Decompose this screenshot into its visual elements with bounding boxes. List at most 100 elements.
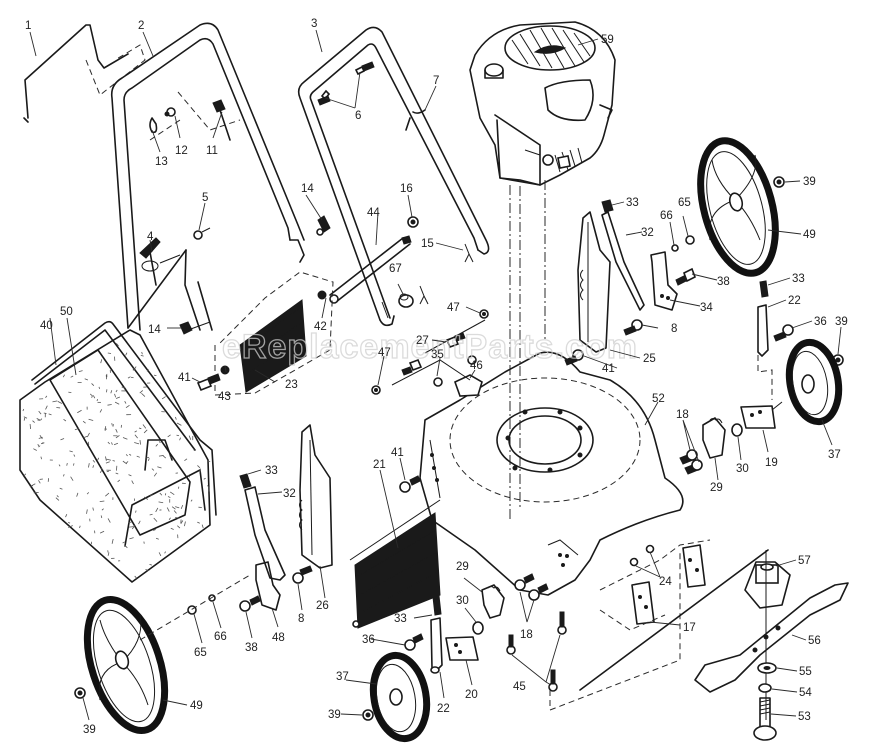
callout[interactable]: 26 [316, 600, 329, 612]
callout[interactable]: 5 [202, 192, 208, 204]
starter-rope-handle-4[interactable] [139, 237, 181, 286]
bolt-36-right[interactable] [773, 324, 794, 342]
front-wheel-right[interactable] [783, 338, 844, 426]
blade-bolt-53[interactable] [753, 697, 777, 741]
baffle-17-b[interactable] [631, 581, 655, 625]
callout[interactable]: 32 [283, 488, 296, 500]
knob-12[interactable] [164, 107, 176, 117]
handle-knob-14-upper[interactable] [316, 215, 331, 236]
callout[interactable]: 35 [431, 349, 444, 361]
bolt-8-left[interactable] [292, 565, 313, 584]
callout[interactable]: 41 [391, 447, 404, 459]
callout[interactable]: 18 [676, 409, 689, 421]
nut-5[interactable] [193, 227, 211, 240]
height-lever-32-left[interactable] [244, 486, 286, 581]
spring-33-left[interactable] [239, 473, 252, 489]
bolt-38-right[interactable] [675, 267, 697, 286]
callout[interactable]: 38 [717, 276, 730, 288]
callout[interactable]: 33 [626, 197, 639, 209]
callout[interactable]: 53 [798, 711, 811, 723]
deflector-46[interactable] [454, 374, 483, 397]
callout[interactable]: 49 [190, 700, 203, 712]
nut-39-left-rear[interactable] [74, 687, 86, 699]
callout[interactable]: 22 [788, 295, 801, 307]
rear-door-assembly[interactable] [196, 271, 334, 396]
bolt-36-left[interactable] [404, 633, 424, 651]
callout[interactable]: 36 [814, 316, 827, 328]
wheel-bracket-25-right[interactable] [577, 211, 611, 353]
callout[interactable]: 18 [520, 629, 533, 641]
callout[interactable]: 39 [803, 176, 816, 188]
callout[interactable]: 67 [389, 263, 402, 275]
callout[interactable]: 52 [652, 393, 665, 405]
bolt-8-right[interactable] [623, 319, 643, 336]
callout[interactable]: 33 [265, 465, 278, 477]
callout[interactable]: 14 [148, 324, 161, 336]
callout[interactable]: 30 [736, 463, 749, 475]
callout[interactable]: 47 [447, 302, 460, 314]
bolt-18-left[interactable] [514, 573, 549, 601]
callout[interactable]: 66 [660, 210, 673, 222]
callout[interactable]: 42 [314, 321, 327, 333]
callout[interactable]: 2 [138, 20, 144, 32]
axle-bracket-19[interactable] [740, 401, 783, 429]
callout[interactable]: 39 [328, 709, 341, 721]
blade-56[interactable] [694, 582, 849, 693]
callout[interactable]: 16 [400, 183, 413, 195]
callout[interactable]: 49 [803, 229, 816, 241]
callout[interactable]: 48 [272, 632, 285, 644]
callout[interactable]: 37 [336, 671, 349, 683]
callout[interactable]: 27 [416, 335, 429, 347]
callout[interactable]: 15 [421, 238, 434, 250]
callout[interactable]: 40 [40, 320, 53, 332]
callout[interactable]: 24 [659, 576, 672, 588]
bolt-18-right[interactable] [679, 449, 703, 475]
nut-39-right-rear[interactable] [773, 176, 785, 188]
pivot-bracket-48[interactable] [255, 561, 281, 611]
callout[interactable]: 39 [835, 316, 848, 328]
callout[interactable]: 25 [643, 353, 656, 365]
callout[interactable]: 46 [470, 360, 483, 372]
rear-flap-21[interactable] [352, 512, 441, 629]
nut-47-upper[interactable] [479, 309, 489, 319]
callout[interactable]: 6 [355, 110, 361, 122]
callout[interactable]: 41 [602, 363, 615, 375]
pivot-bracket-34[interactable] [650, 251, 678, 311]
callout[interactable]: 56 [808, 635, 821, 647]
callout[interactable]: 17 [683, 622, 696, 634]
callout[interactable]: 20 [465, 689, 478, 701]
bolt-38-left[interactable] [239, 595, 261, 612]
grass-bag[interactable] [19, 320, 217, 583]
nut-16[interactable] [407, 216, 419, 228]
baffle-17-a[interactable] [682, 544, 706, 588]
callout[interactable]: 55 [799, 666, 812, 678]
callout[interactable]: 36 [362, 634, 375, 646]
callout[interactable]: 7 [433, 75, 439, 87]
height-arm-22-right[interactable] [757, 304, 769, 357]
washer-66-right[interactable] [671, 244, 679, 252]
mower-deck[interactable] [419, 351, 684, 596]
nut-24[interactable] [629, 544, 655, 567]
clip-67[interactable] [398, 293, 414, 308]
callout[interactable]: 44 [367, 207, 380, 219]
callout[interactable]: 3 [311, 18, 317, 30]
spring-33-right-front[interactable] [759, 280, 769, 298]
spring-33-right[interactable] [601, 199, 614, 213]
callout[interactable]: 11 [206, 145, 218, 157]
callout[interactable]: 33 [394, 613, 407, 625]
callout[interactable]: 59 [601, 34, 614, 46]
height-plate-29-right[interactable] [702, 417, 726, 459]
washer-65-right[interactable] [685, 235, 695, 245]
lower-handle[interactable] [297, 26, 490, 327]
callout[interactable]: 8 [671, 323, 677, 335]
cable-clip-11[interactable] [212, 99, 231, 141]
washer-30-left[interactable] [472, 621, 484, 635]
callout[interactable]: 66 [214, 631, 227, 643]
bolt-45[interactable] [506, 611, 567, 692]
callout[interactable]: 4 [147, 231, 154, 243]
callout[interactable]: 23 [285, 379, 298, 391]
engine[interactable] [469, 21, 616, 186]
nut-47-lower[interactable] [371, 385, 381, 395]
washer-55[interactable] [757, 662, 777, 674]
hairpin-15[interactable] [419, 243, 474, 305]
